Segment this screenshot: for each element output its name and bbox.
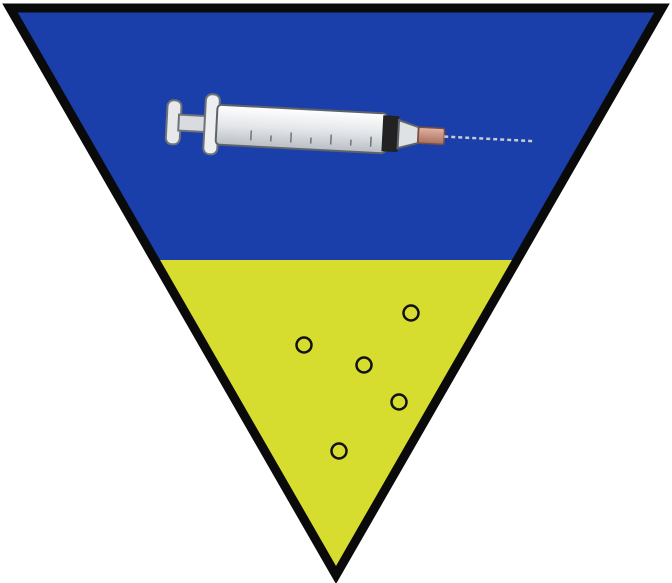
syringe-graduations <box>250 130 372 147</box>
bubble <box>355 356 373 374</box>
bubble <box>402 304 420 322</box>
bubble <box>295 336 313 354</box>
bubbles-icon <box>295 304 420 460</box>
bubble <box>330 442 348 460</box>
syringe-barrel <box>214 103 389 155</box>
syringe-icon <box>164 93 535 156</box>
lower-field <box>10 260 662 575</box>
syringe-stopper <box>381 115 400 153</box>
syringe-needle <box>444 135 535 143</box>
emblem-border <box>2 3 670 583</box>
bubble <box>390 393 408 411</box>
syringe-hub <box>417 126 446 146</box>
